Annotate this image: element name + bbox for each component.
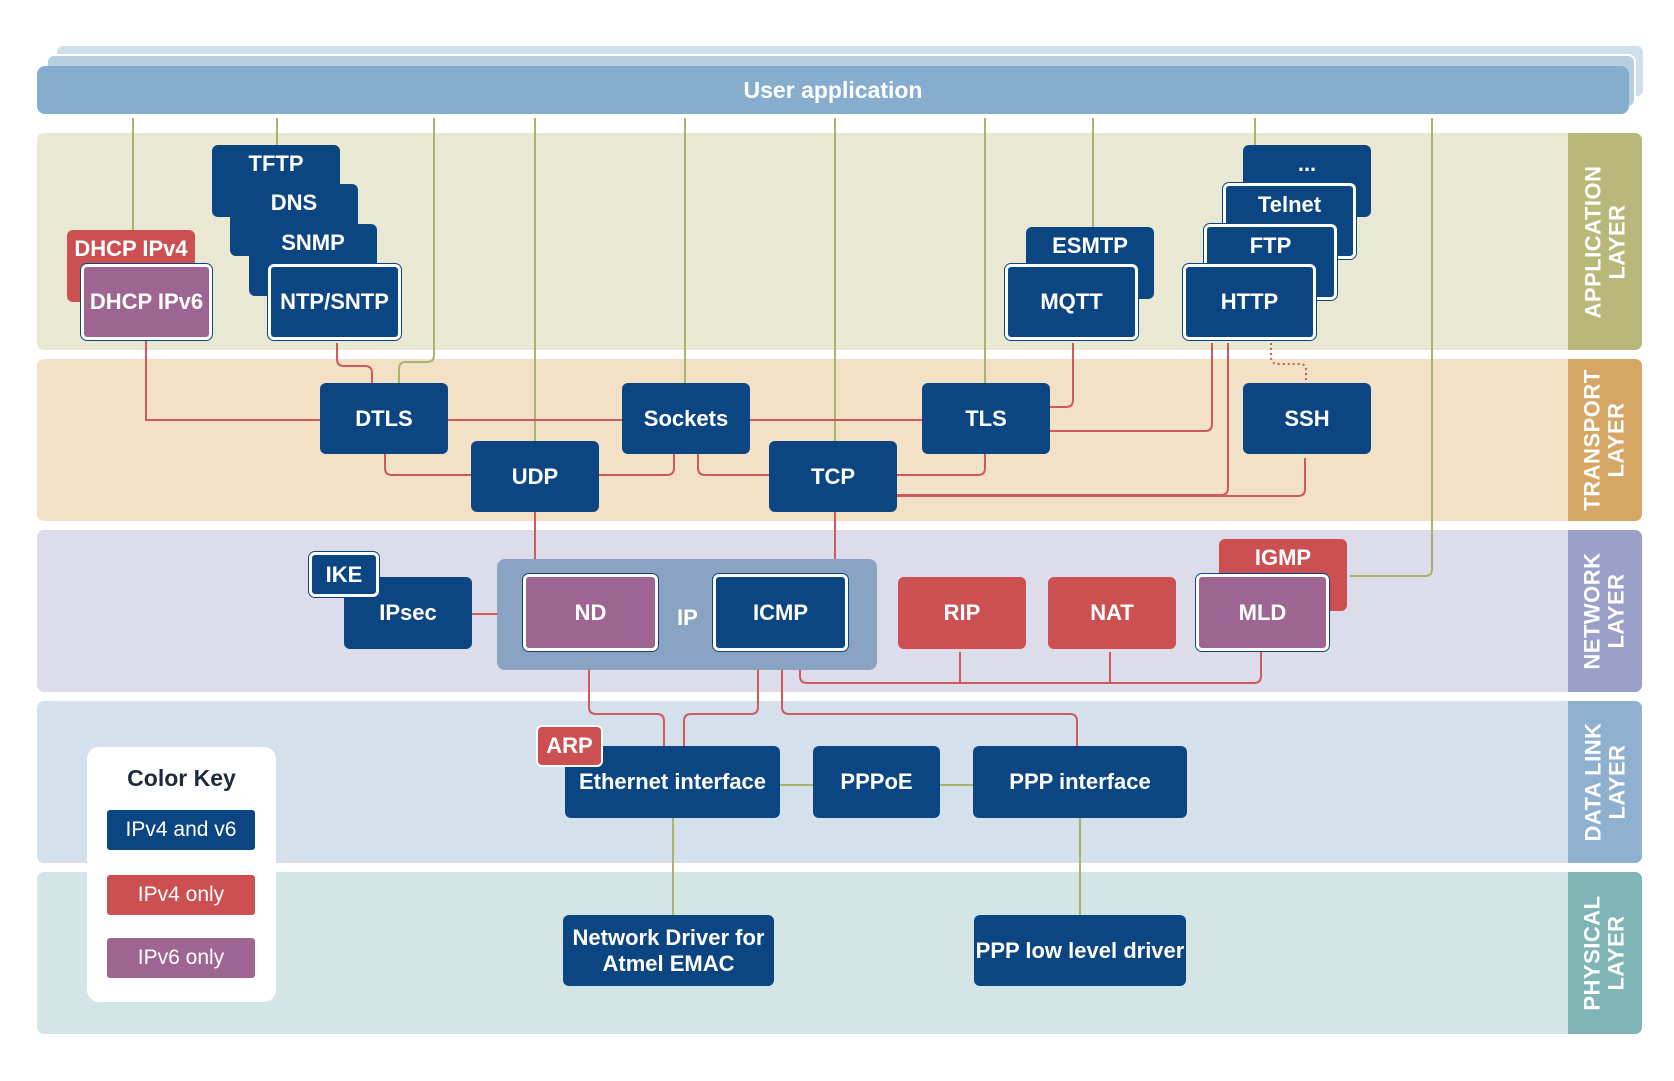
rip-box: RIP (898, 577, 1026, 649)
application-layer-label: APPLICATION LAYER (1568, 133, 1642, 350)
line-udp-sockets (598, 454, 675, 476)
line-ntp-dtls (336, 343, 373, 383)
key-ipv4-only: IPv4 only (107, 875, 255, 915)
sockets-box: Sockets (622, 383, 750, 454)
ssh-box: SSH (1243, 383, 1371, 454)
ppp-driver-box: PPP low level driver (974, 915, 1186, 986)
line-ip-rip-nat-mld (799, 652, 1262, 684)
document-id: HCC0007/01 (0, 924, 3, 1000)
tls-box: TLS (922, 383, 1050, 454)
ipsec-box: IPsec (344, 577, 472, 649)
mld-box: MLD (1196, 574, 1329, 651)
physical-layer-band: PHYSICAL LAYER (37, 872, 1642, 1034)
transport-layer-label: TRANSPORT LAYER (1568, 359, 1642, 521)
line-tcp-tls (895, 454, 986, 476)
arp-box: ARP (536, 725, 603, 767)
network-driver-box: Network Driver for Atmel EMAC (563, 915, 774, 986)
line-dtls-udp (384, 454, 472, 476)
network-layer-label: NETWORK LAYER (1568, 530, 1642, 692)
key-ipv4-and-v6: IPv4 and v6 (107, 810, 255, 850)
line-http-ssh-dotted (1270, 343, 1307, 381)
line-mqtt-tls (1050, 343, 1074, 408)
color-key: Color Key IPv4 and v6 IPv4 only IPv6 onl… (87, 747, 276, 1002)
datalink-layer-label: DATA LINK LAYER (1568, 701, 1642, 863)
line-nd-eth (588, 670, 665, 746)
line-dhcp-dtls (145, 340, 322, 421)
ip-label: IP (677, 605, 698, 630)
ike-box: IKE (309, 552, 379, 597)
user-application-bar: User application (37, 66, 1629, 114)
line-app-mld (1350, 118, 1433, 577)
dtls-box: DTLS (320, 383, 448, 454)
tcp-box: TCP (769, 441, 897, 512)
line-ip-ppp (781, 670, 1078, 746)
line-ssh-tcp (895, 458, 1306, 497)
line-http-tls (1050, 343, 1213, 432)
nat-box: NAT (1048, 577, 1176, 649)
ntp-sntp-box: NTP/SNTP (268, 264, 401, 340)
line-ip-eth (683, 670, 759, 746)
dhcp-ipv6-box: DHCP IPv6 (81, 264, 212, 340)
icmp-box: ICMP (713, 574, 848, 651)
ppp-interface-box: PPP interface (973, 746, 1187, 818)
pppoe-box: PPPoE (813, 746, 940, 818)
physical-layer-label: PHYSICAL LAYER (1568, 872, 1642, 1034)
color-key-title: Color Key (127, 765, 236, 791)
http-box: HTTP (1183, 264, 1316, 340)
key-ipv6-only: IPv6 only (107, 938, 255, 978)
line-sockets-tcp (697, 454, 769, 476)
line-app-dtls (398, 118, 435, 383)
mqtt-box: MQTT (1005, 264, 1138, 340)
nd-box: ND (523, 574, 658, 651)
udp-box: UDP (471, 441, 599, 512)
